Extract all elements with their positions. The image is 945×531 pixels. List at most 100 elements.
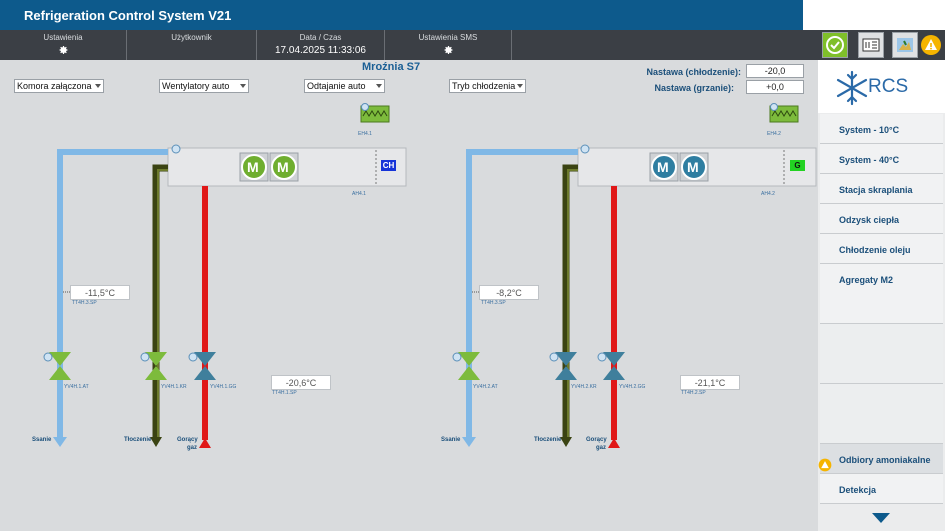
fan-motor-1a[interactable]	[239, 152, 269, 182]
user-field[interactable]: Użytkownik	[127, 30, 257, 60]
discharge-label-1: Tłoczenie	[124, 437, 152, 443]
hotgas-label-1-line2: gaz	[187, 445, 198, 451]
chevron-down-icon	[376, 84, 382, 88]
datetime-value: 17.04.2025 11:33:06	[274, 45, 366, 56]
toolbar: Ustawienia Użytkownik Data / Czas 17.04.…	[0, 30, 945, 60]
sidebar-item-label: System - 40°C	[839, 155, 900, 165]
valve-2-suction-tag: YV4H.2.AT	[473, 384, 498, 390]
settings-button[interactable]: Ustawienia	[0, 30, 127, 60]
evaporator-1-tag: AH4.1	[352, 191, 366, 197]
snowflake-icon	[836, 70, 868, 106]
sidebar-item-label: Stacja skraplania	[839, 185, 913, 195]
valve-2-suction[interactable]	[452, 352, 480, 380]
evaporator-2-status-icon	[580, 144, 590, 154]
sidebar-item-aggregates-m2[interactable]: Agregaty M2	[820, 264, 943, 324]
valve-2-discharge[interactable]	[549, 352, 577, 380]
suction-arrow-1-icon	[53, 437, 67, 447]
valve-2-discharge-tag: YV4H.2.KR	[571, 384, 597, 390]
discharge-pipe-2-highlight	[567, 169, 578, 438]
sidebar-item-label: Chłodzenie oleju	[839, 245, 911, 255]
sidebar-item-label: Agregaty M2	[839, 275, 894, 285]
suction-temp-2: -8,2°C	[479, 285, 539, 300]
defrost-dropdown[interactable]: Odtajanie auto	[304, 79, 385, 93]
chamber-dropdown[interactable]: Komora załączona	[14, 79, 104, 93]
sidebar-item-system-40[interactable]: System - 40°C	[820, 144, 943, 174]
valve-1-suction-tag: YV4H.1.AT	[64, 384, 89, 390]
hotgas-label-2-line2: gaz	[596, 445, 607, 451]
sidebar-item-label: System - 10°C	[839, 125, 900, 135]
evaporator-1-status-icon	[171, 144, 181, 154]
motor-1b-letter: M	[277, 159, 289, 175]
acknowledge-button[interactable]	[822, 32, 848, 58]
chamber-dropdown-value: Komora załączona	[17, 81, 92, 91]
panel-icon	[862, 38, 880, 52]
evaporator-2-tag: AH4.2	[761, 191, 775, 197]
heater-2-wave	[771, 110, 797, 117]
mode-badge-2-text: G	[794, 161, 801, 170]
discharge-label-2: Tłoczenie	[534, 437, 562, 443]
heater-2-icon[interactable]	[769, 105, 799, 123]
defrost-dropdown-value: Odtajanie auto	[307, 81, 366, 91]
settings-label: Ustawienia	[43, 33, 83, 42]
motor-2a-letter: M	[657, 159, 669, 175]
rcs-logo: RCS	[818, 60, 945, 113]
sidebar-item-label: Odzysk ciepła	[839, 215, 900, 225]
valve-1-discharge[interactable]	[140, 352, 167, 380]
suction-label-1: Ssanie	[32, 437, 52, 443]
room-temp-2: -21,1°C	[680, 375, 740, 390]
room-temp-1: -20,6°C	[271, 375, 331, 390]
suction-temp-1-tag: TT4H.3.SP	[72, 300, 97, 306]
suction-pipe-2	[466, 149, 578, 440]
suction-temp-1: -11,5°C	[70, 285, 130, 300]
fans-dropdown[interactable]: Wentylatory auto	[159, 79, 249, 93]
hotgas-arrow-1-icon	[199, 438, 211, 448]
chevron-down-icon	[240, 84, 246, 88]
scroll-down-icon[interactable]	[871, 512, 891, 524]
unit-1	[43, 103, 407, 448]
discharge-pipe-1	[152, 164, 168, 438]
sidebar-item-label: Odbiory amoniakalne	[839, 455, 931, 465]
warning-icon	[921, 35, 941, 55]
sidebar-item-system-10[interactable]: System - 10°C	[820, 114, 943, 144]
fan-motor-1b[interactable]	[269, 152, 299, 182]
hotgas-label-2-line1: Gorący	[586, 437, 607, 443]
motor-1a-letter: M	[247, 159, 259, 175]
room-temp-1-tag: TT4H.1.SP	[272, 390, 297, 396]
sidebar-item-heat-recovery[interactable]: Odzysk ciepła	[820, 204, 943, 234]
suction-temp-2-tag: TT4H.3.SP	[481, 300, 506, 306]
chevron-down-icon	[517, 84, 523, 88]
sidebar-item-oil-cooling[interactable]: Chłodzenie oleju	[820, 234, 943, 264]
valve-1-hotgas[interactable]	[188, 352, 216, 380]
alarm-button[interactable]	[920, 34, 942, 56]
heater-2-status-icon	[770, 103, 778, 111]
suction-arrow-2-icon	[462, 437, 476, 447]
app-title: Refrigeration Control System V21	[24, 8, 232, 23]
sidebar-item-condensing-station[interactable]: Stacja skraplania	[820, 174, 943, 204]
valve-2-hotgas-tag: YV4H.2.GG	[619, 384, 646, 390]
sidebar-empty-slot	[820, 384, 943, 444]
discharge-arrow-1-icon	[150, 437, 162, 447]
sidebar-item-detection[interactable]: Detekcja	[820, 474, 943, 504]
screen-view-button[interactable]	[858, 32, 884, 58]
heater-1-icon[interactable]	[360, 105, 390, 123]
heating-setpoint-input[interactable]: +0,0	[746, 80, 804, 94]
mode-badge-1-text: CH	[382, 161, 395, 170]
map-icon	[897, 38, 913, 52]
unit-2	[452, 103, 817, 448]
mode-dropdown-value: Tryb chłodzenia	[452, 81, 516, 91]
mode-dropdown[interactable]: Tryb chłodzenia	[449, 79, 526, 93]
datetime-label: Data / Czas	[299, 33, 342, 42]
sidebar-item-ammonia-consumers[interactable]: Odbiory amoniakalne	[820, 444, 943, 474]
fan-motor-2a[interactable]	[649, 152, 679, 182]
fans-dropdown-value: Wentylatory auto	[162, 81, 230, 91]
cooling-setpoint-input[interactable]: -20,0	[746, 64, 804, 78]
evaporator-2-mode-badge	[790, 160, 805, 171]
cooling-setpoint-label: Nastawa (chłodzenie):	[646, 67, 741, 77]
fan-motor-2b[interactable]	[679, 152, 709, 182]
gear-icon	[59, 46, 68, 54]
sms-settings-button[interactable]: Ustawienia SMS	[385, 30, 512, 60]
plant-map-button[interactable]	[892, 32, 918, 58]
valve-1-suction[interactable]	[43, 352, 71, 380]
heating-setpoint-label: Nastawa (grzanie):	[654, 83, 734, 93]
valve-2-hotgas[interactable]	[597, 352, 625, 380]
